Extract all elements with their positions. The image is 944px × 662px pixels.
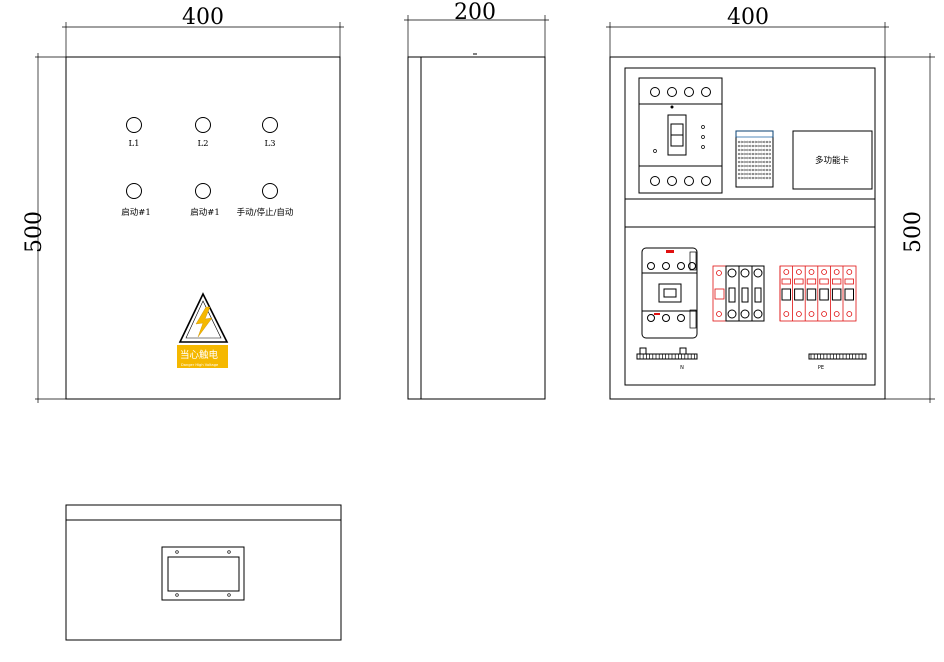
front-height-dimension: 500 xyxy=(22,53,66,403)
start-button-2-label: 启动#1 xyxy=(190,207,220,218)
front-height-label: 500 xyxy=(22,211,47,253)
start-button-1 xyxy=(126,183,142,199)
power-supply-vents xyxy=(737,140,771,180)
multifunction-card: 多功能卡 xyxy=(792,130,873,190)
side-width-dimension: 200 xyxy=(404,0,549,57)
front-view: 400 500 L1 L2 L3 启动#1 启动#1 手动/停止/自动 xyxy=(22,5,344,403)
warning-text: 当心触电 xyxy=(180,349,219,361)
indicator-lamp-l3 xyxy=(262,117,278,133)
bottom-view-outline xyxy=(65,504,342,641)
breaker-group-1 xyxy=(712,265,765,322)
side-width-label: 200 xyxy=(454,0,496,25)
indicator-lamp-l2 xyxy=(195,117,211,133)
side-view: 200 xyxy=(404,0,549,400)
mode-selector-label: 手动/停止/自动 xyxy=(237,207,294,218)
inner-view: 400 500 xyxy=(606,5,935,403)
side-cabinet-outline xyxy=(407,56,546,400)
inner-height-label: 500 xyxy=(901,211,926,253)
indicator-label-l1: L1 xyxy=(128,139,139,149)
lightning-bolt-icon xyxy=(195,306,213,338)
terminal-strip-pe: PE xyxy=(808,353,867,371)
inner-height-dimension: 500 xyxy=(885,53,935,403)
indicator-label-l3: L3 xyxy=(264,139,275,149)
multifunction-card-label: 多功能卡 xyxy=(815,155,850,166)
indicator-label-l2: L2 xyxy=(197,139,208,149)
warning-label-plate xyxy=(177,345,228,368)
contactor xyxy=(641,247,698,339)
bottom-view xyxy=(65,504,342,641)
front-width-label: 400 xyxy=(182,5,224,30)
main-circuit-breaker xyxy=(638,77,723,194)
start-button-1-label: 启动#1 xyxy=(121,207,151,218)
cable-entry-plate xyxy=(161,546,245,601)
terminal-label-pe: PE xyxy=(818,365,824,371)
indicator-lamp-l1 xyxy=(126,117,142,133)
breaker-group-2 xyxy=(779,265,857,322)
start-button-2 xyxy=(195,183,211,199)
high-voltage-warning-sign: 当心触电 Danger High Voltage xyxy=(177,292,229,368)
front-cabinet-outline xyxy=(65,56,341,400)
power-supply-module xyxy=(735,130,774,188)
warning-subtext: Danger High Voltage xyxy=(181,363,219,367)
mode-selector-switch xyxy=(262,183,278,199)
terminal-strip-n: N xyxy=(636,347,698,371)
inner-width-dimension: 400 xyxy=(606,5,889,57)
inner-width-label: 400 xyxy=(727,5,769,30)
inner-cabinet-outline xyxy=(609,56,886,400)
front-width-dimension: 400 xyxy=(62,5,344,57)
terminal-label-n: N xyxy=(680,365,684,371)
